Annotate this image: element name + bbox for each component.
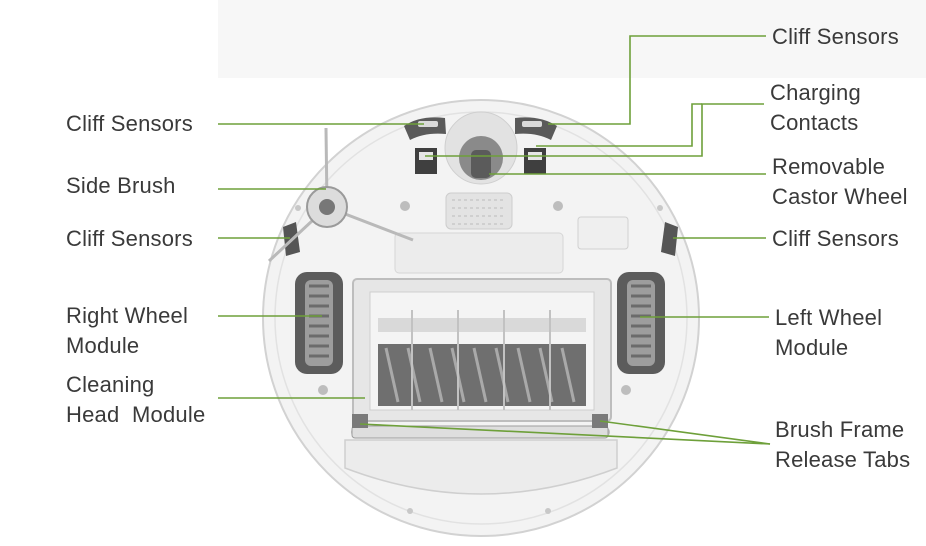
leader-lines xyxy=(218,35,771,445)
label-text-line1: Left Wheel xyxy=(775,305,883,330)
label-cliff-sensors-mid-right: Cliff Sensors xyxy=(772,224,899,254)
right-wheel-module xyxy=(295,272,343,374)
label-cliff-sensors-mid-left: Cliff Sensors xyxy=(66,224,193,254)
label-text: Cliff Sensors xyxy=(772,24,899,49)
label-text-line2: Release Tabs xyxy=(775,447,911,472)
side-brush xyxy=(267,127,414,263)
label-right-wheel-module: Right Wheel Module xyxy=(66,301,188,361)
label-removable-castor-wheel: Removable Castor Wheel xyxy=(772,152,908,212)
leader-charging-contacts-1 xyxy=(425,103,764,157)
label-cliff-sensors-top-left: Cliff Sensors xyxy=(66,109,193,139)
label-left-wheel-module: Left Wheel Module xyxy=(775,303,882,363)
label-text-line2: Head Module xyxy=(66,402,206,427)
label-text-line1: Brush Frame xyxy=(775,417,905,442)
cliff-sensor-top-left xyxy=(404,117,446,140)
label-cliff-sensors-top-right: Cliff Sensors xyxy=(772,22,899,52)
label-brush-frame-release-tabs: Brush Frame Release Tabs xyxy=(775,415,910,475)
cliff-sensor-top-right xyxy=(515,117,557,140)
label-text-line1: Cleaning xyxy=(66,372,155,397)
label-cleaning-head-module: Cleaning Head Module xyxy=(66,370,205,430)
label-side-brush: Side Brush xyxy=(66,171,176,201)
label-text-line1: Charging xyxy=(770,80,861,105)
castor-wheel xyxy=(444,111,518,185)
label-text-line1: Right Wheel xyxy=(66,303,189,328)
brush-frame-release-tabs xyxy=(351,414,609,439)
label-charging-contacts: Charging Contacts xyxy=(770,78,861,138)
label-text-line2: Castor Wheel xyxy=(772,184,908,209)
label-text-line2: Module xyxy=(66,333,140,358)
cleaning-head-module xyxy=(352,278,612,422)
leader-cliff-sensors-top-right xyxy=(548,35,766,125)
front-grille xyxy=(445,192,513,230)
label-text: Cliff Sensors xyxy=(66,226,193,251)
label-text-line2: Contacts xyxy=(770,110,859,135)
label-text: Cliff Sensors xyxy=(772,226,899,251)
leader-brush-frame-a xyxy=(599,420,771,445)
label-text-line1: Removable xyxy=(772,154,886,179)
label-text-line2: Module xyxy=(775,335,849,360)
cliff-sensor-side-right xyxy=(661,222,678,256)
leader-brush-frame-b xyxy=(359,423,771,445)
left-wheel-module xyxy=(617,272,665,374)
leader-charging-contacts-2 xyxy=(536,103,702,147)
label-text: Side Brush xyxy=(66,173,176,198)
background-panel xyxy=(218,0,926,78)
label-text: Cliff Sensors xyxy=(66,111,193,136)
